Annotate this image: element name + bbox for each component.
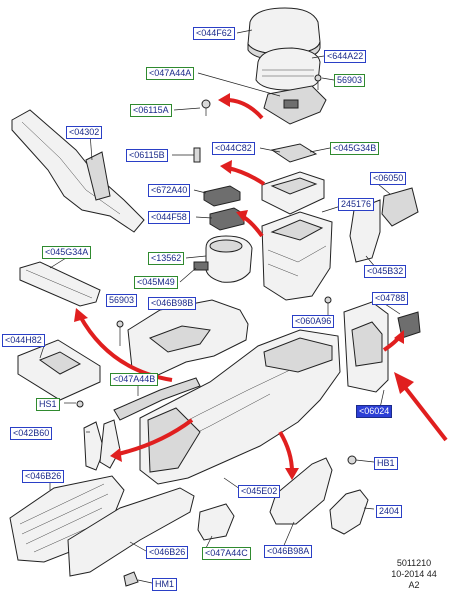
label-2404[interactable]: 2404 — [376, 505, 403, 518]
label-06115A[interactable]: <06115A — [130, 104, 172, 117]
label-044C82[interactable]: <044C82 — [212, 142, 255, 155]
drawing-revision: A2 — [408, 580, 420, 590]
label-045E02[interactable]: <045E02 — [238, 485, 281, 498]
trim-strip-047A44B-part[interactable] — [113, 377, 201, 421]
clip-044F58-part[interactable] — [209, 207, 245, 231]
console-bin-part[interactable] — [261, 211, 333, 301]
label-042B60[interactable]: <042B60 — [10, 427, 53, 440]
label-644A22[interactable]: <644A22 — [324, 50, 367, 63]
lower-side-panel-part[interactable] — [67, 487, 195, 577]
label-044H82[interactable]: <044H82 — [2, 334, 45, 347]
label-046B26-top[interactable]: <046B26 — [22, 470, 65, 483]
label-06115B[interactable]: <06115B — [126, 149, 168, 162]
label-56903-mid[interactable]: 56903 — [106, 294, 138, 307]
latch-plate-part[interactable] — [263, 85, 327, 125]
rear-panel-part[interactable] — [343, 301, 389, 393]
label-HM1[interactable]: HM1 — [152, 578, 178, 591]
label-13562[interactable]: <13562 — [148, 252, 185, 265]
drawing-number: 5011210 — [396, 558, 432, 568]
label-047A44C[interactable]: <047A44C — [202, 547, 251, 560]
label-045M49[interactable]: <045M49 — [134, 276, 178, 289]
left-trim-strip-part[interactable] — [19, 261, 101, 307]
label-060A96[interactable]: <060A96 — [292, 315, 335, 328]
label-04788[interactable]: <04788 — [372, 292, 409, 305]
cup-holder-part[interactable] — [205, 235, 253, 283]
label-672A40[interactable]: <672A40 — [148, 184, 191, 197]
label-06050[interactable]: <06050 — [370, 172, 407, 185]
label-044F58[interactable]: <044F58 — [148, 211, 190, 224]
storage-tray-part[interactable] — [261, 171, 325, 215]
label-06024-selected[interactable]: <06024 — [356, 405, 393, 418]
label-HS1[interactable]: HS1 — [36, 398, 60, 411]
fasteners — [76, 74, 375, 587]
side-bracket-part[interactable] — [349, 187, 419, 263]
rear-trim-046B98A-part[interactable] — [269, 457, 333, 525]
small-insert-part[interactable] — [193, 261, 209, 271]
trim-cover-2404-part[interactable] — [329, 489, 369, 535]
label-044F62[interactable]: <044F62 — [193, 27, 235, 40]
left-support-bracket-part[interactable] — [11, 109, 145, 233]
label-045G34B[interactable]: <045G34B — [330, 142, 380, 155]
assembly-direction-arrows — [74, 93, 448, 480]
side-brackets-042B60-part[interactable] — [83, 419, 121, 471]
upper-console-trim-part[interactable] — [127, 299, 249, 377]
label-04302[interactable]: <04302 — [66, 126, 103, 139]
label-045B32[interactable]: <045B32 — [364, 265, 407, 278]
label-045G34A[interactable]: <045G34A — [42, 246, 92, 259]
mat-pad-part[interactable] — [270, 143, 318, 163]
label-046B98B[interactable]: <046B98B — [148, 297, 197, 310]
clip-672A40-part[interactable] — [203, 185, 241, 207]
label-046B26-bottom[interactable]: <046B26 — [146, 546, 189, 559]
label-HB1[interactable]: HB1 — [374, 457, 398, 470]
armrest-pad-part[interactable] — [255, 47, 321, 91]
shifter-bezel-part[interactable] — [17, 339, 101, 401]
trim-piece-047A44C-part[interactable] — [197, 503, 235, 541]
label-245176[interactable]: 245176 — [338, 198, 375, 211]
label-56903-top[interactable]: 56903 — [334, 74, 366, 87]
label-047A44B[interactable]: <047A44B — [110, 373, 159, 386]
label-047A44A-top[interactable]: <047A44A — [146, 67, 195, 80]
label-046B98A[interactable]: <046B98A — [264, 545, 313, 558]
drawing-date: 10-2014 44 — [391, 569, 437, 579]
